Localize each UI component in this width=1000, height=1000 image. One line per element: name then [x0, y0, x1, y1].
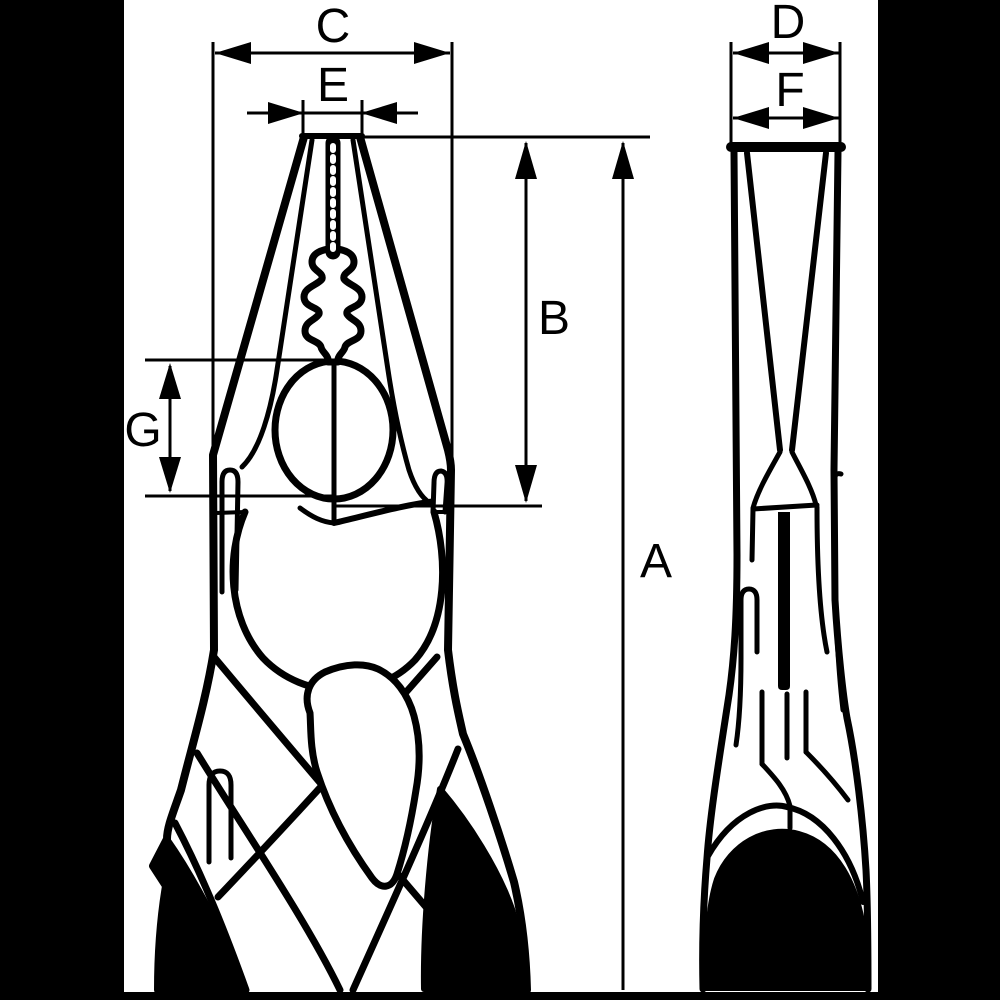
front-right-grip	[420, 786, 530, 992]
bowl-connector-left	[214, 510, 247, 515]
arrowhead-g-down	[159, 457, 181, 493]
side-view	[699, 142, 872, 993]
arrowhead-g-up	[159, 363, 181, 399]
side-jaw-inner-left	[744, 150, 783, 453]
side-handle-merge-right	[803, 749, 851, 803]
side-grip-black	[703, 828, 869, 991]
label-e: E	[317, 59, 349, 112]
label-a: A	[640, 535, 672, 588]
arrowhead-c-right	[414, 42, 450, 64]
side-handle-edge-right	[831, 471, 846, 713]
arrowhead-b-up	[515, 141, 537, 179]
arrowhead-f-right	[803, 107, 839, 129]
arrowhead-d-right	[803, 42, 839, 64]
side-joint-edge-left-lower	[733, 655, 744, 748]
side-grip-top-band	[705, 802, 866, 905]
arrowhead-f-left	[733, 107, 769, 129]
side-joint-edge-left	[749, 506, 756, 563]
handle-edge-far-left	[193, 749, 344, 994]
shoulder-hook-right	[430, 468, 450, 515]
arrowhead-e-right	[361, 102, 397, 124]
label-d: D	[771, 0, 806, 49]
side-joint-slot	[778, 512, 790, 690]
handle-opening-hole	[303, 661, 423, 890]
jaw-inner-edge-right	[350, 137, 433, 506]
arrowhead-a-up	[612, 141, 634, 179]
under-pivot-curve-left	[297, 505, 337, 526]
label-c: C	[316, 0, 351, 53]
front-view	[149, 133, 531, 994]
side-outline-left	[699, 148, 741, 993]
arrowhead-e-left	[268, 102, 304, 124]
label-b: B	[538, 292, 570, 345]
label-f: F	[775, 64, 804, 117]
front-left-grip	[150, 836, 249, 992]
handle-edge-far-right	[349, 745, 462, 994]
side-jaw-base-right	[789, 449, 819, 508]
arrowhead-c-left	[215, 42, 251, 64]
jaw-inner-edge-left	[239, 137, 315, 470]
side-joint-notch-left	[738, 586, 760, 661]
side-jaw-inner-right	[789, 150, 829, 453]
dimension-arrowheads	[159, 42, 839, 503]
side-joint-line	[750, 502, 820, 512]
side-joint-edge-right	[814, 504, 830, 655]
arrowhead-d-left	[733, 42, 769, 64]
arrowhead-b-down	[515, 465, 537, 503]
side-jaw-base-left	[750, 449, 783, 511]
dimension-labels: C E D F G B A	[124, 0, 805, 588]
label-g: G	[124, 404, 161, 457]
